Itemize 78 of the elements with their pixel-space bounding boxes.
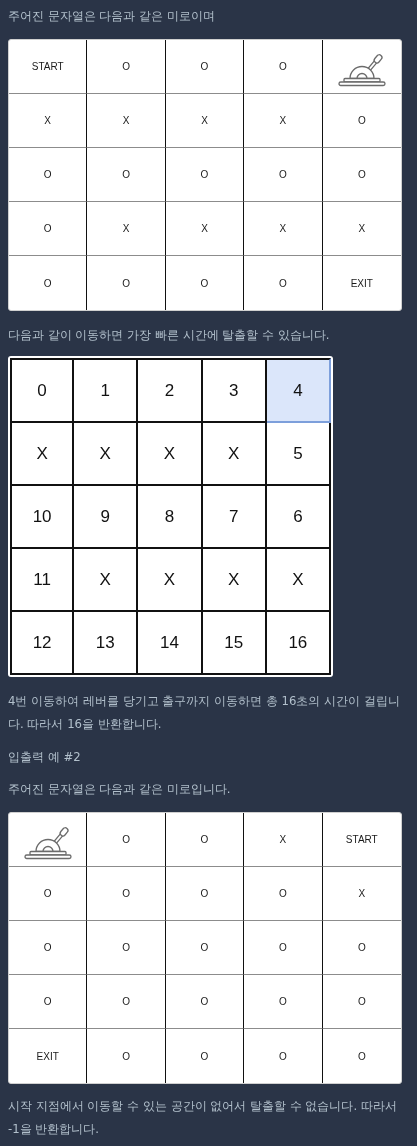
path-cell: X xyxy=(74,549,139,612)
maze-cell: O xyxy=(244,40,323,94)
maze-cell: O xyxy=(87,40,166,94)
maze-cell: X xyxy=(87,202,166,256)
path-cell: 16 xyxy=(266,612,331,675)
highlighted-cell: 4 xyxy=(266,358,331,423)
maze-cell: START xyxy=(9,40,88,94)
maze-cell: O xyxy=(9,975,88,1029)
maze-cell: O xyxy=(322,148,401,202)
maze-cell: O xyxy=(165,975,245,1029)
maze-cell: O xyxy=(9,256,88,310)
maze-cell: X xyxy=(87,94,166,148)
section-heading: 입출력 예 #2 xyxy=(8,749,82,766)
maze-cell: X xyxy=(244,202,323,256)
maze-cell: O xyxy=(87,1029,166,1083)
path-cell: 1 xyxy=(74,358,139,423)
maze-cell: O xyxy=(87,921,166,975)
path-cell: 2 xyxy=(138,358,203,423)
maze-cell: O xyxy=(87,813,166,867)
description-text: 다음과 같이 이동하면 가장 빠른 시간에 탈출할 수 있습니다. xyxy=(8,327,331,344)
path-cell: 12 xyxy=(10,612,75,675)
maze-cell: O xyxy=(9,148,88,202)
maze-cell: X xyxy=(244,94,323,148)
maze-cell: O xyxy=(165,1029,245,1083)
maze-cell: O xyxy=(9,921,88,975)
path-cell: X xyxy=(74,423,139,486)
path-cell: 5 xyxy=(266,423,331,486)
path-cell: X xyxy=(202,423,267,486)
path-cell: 14 xyxy=(138,612,203,675)
path-cell: X xyxy=(138,423,203,486)
maze-cell: X xyxy=(165,94,245,148)
description-text: 주어진 문자열은 다음과 같은 미로입니다. xyxy=(8,781,232,798)
path-cell: X xyxy=(10,423,75,486)
maze-cell: O xyxy=(244,921,323,975)
description-text: 주어진 문자열은 다음과 같은 미로이며 xyxy=(8,8,216,25)
maze-cell: O xyxy=(322,975,401,1029)
maze-cell-text: O xyxy=(356,1049,367,1064)
maze-cell-text: EXIT xyxy=(349,276,374,291)
maze-cell: O xyxy=(322,94,401,148)
maze-cell: O xyxy=(322,921,401,975)
maze-cell: EXIT xyxy=(9,1029,88,1083)
maze-cell: O xyxy=(9,867,88,921)
maze-cell: O xyxy=(9,202,88,256)
path-cell: 8 xyxy=(138,486,203,549)
maze-cell: O xyxy=(87,867,166,921)
path-cell: X xyxy=(266,549,331,612)
path-cell: 15 xyxy=(202,612,267,675)
maze-cell: O xyxy=(244,148,323,202)
maze-cell: O xyxy=(165,148,245,202)
maze-cell: O xyxy=(244,975,323,1029)
maze-cell: O xyxy=(165,867,245,921)
path-cell: 6 xyxy=(266,486,331,549)
description-text: 시작 지점에서 이동할 수 있는 공간이 없어서 탈출할 수 없습니다. 따라서 -1을 반환합니다. xyxy=(8,1098,398,1138)
maze-cell: O xyxy=(165,40,245,94)
path-cell: 13 xyxy=(74,612,139,675)
description-text: 4번 이동하여 레버를 당기고 출구까지 이동하면 총 16초의 시간이 걸립니다. 따라서 16을 반환합니다. xyxy=(8,693,401,733)
maze-cell: O xyxy=(165,256,245,310)
maze-cell: O xyxy=(244,867,323,921)
path-cell: 7 xyxy=(202,486,267,549)
maze-cell: O xyxy=(165,813,245,867)
maze-cell: X xyxy=(322,867,401,921)
path-cell: 0 xyxy=(10,358,75,423)
maze-cell: O xyxy=(87,975,166,1029)
path-cell: 10 xyxy=(10,486,75,549)
path-cell: 11 xyxy=(10,549,75,612)
maze-cell: X xyxy=(9,94,88,148)
maze-cell: O xyxy=(244,256,323,310)
maze-cell: O xyxy=(165,921,245,975)
maze-cell: O xyxy=(87,256,166,310)
maze-cell: X xyxy=(244,813,323,867)
maze-cell: O xyxy=(244,1029,323,1083)
path-cell: X xyxy=(138,549,203,612)
maze-cell: START xyxy=(322,813,401,867)
path-cell: 9 xyxy=(74,486,139,549)
maze-cell: X xyxy=(165,202,245,256)
path-cell: X xyxy=(202,549,267,612)
maze-cell: X xyxy=(322,202,401,256)
maze-cell: O xyxy=(87,148,166,202)
